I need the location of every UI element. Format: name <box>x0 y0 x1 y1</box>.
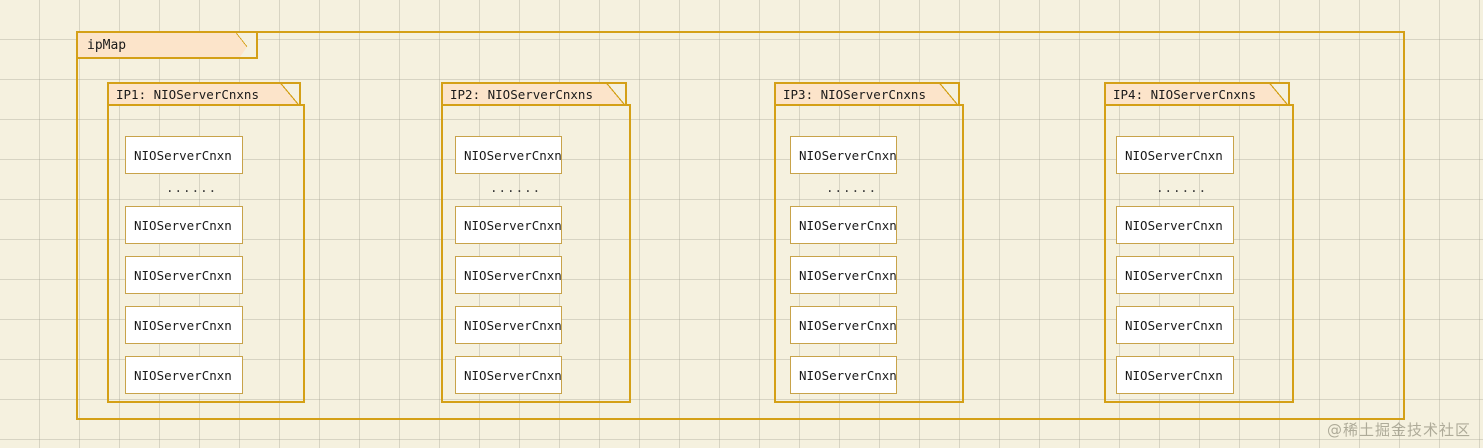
class-box-ip1-4: NIOServerCnxn <box>125 306 243 344</box>
class-box-ip3-4: NIOServerCnxn <box>790 306 897 344</box>
class-box-ip2-4: NIOServerCnxn <box>455 306 562 344</box>
package-ip4-label: IP4: NIOServerCnxns <box>1113 86 1256 102</box>
class-box-label: NIOServerCnxn <box>1125 217 1223 233</box>
class-box-ip4-2: NIOServerCnxn <box>1116 206 1234 244</box>
class-box-ip1-5: NIOServerCnxn <box>125 356 243 394</box>
package-ipmap-frame <box>76 31 1405 420</box>
class-box-label: NIOServerCnxn <box>464 217 562 233</box>
watermark-text: @稀土掘金技术社区 <box>1326 421 1471 439</box>
class-box-label: NIOServerCnxn <box>134 147 232 163</box>
class-box-label: NIOServerCnxn <box>1125 147 1223 163</box>
package-ip1-label: IP1: NIOServerCnxns <box>116 86 259 102</box>
class-box-ip1-2: NIOServerCnxn <box>125 206 243 244</box>
class-box-label: NIOServerCnxn <box>799 317 897 333</box>
class-box-label: NIOServerCnxn <box>134 267 232 283</box>
class-box-ip3-1: NIOServerCnxn <box>790 136 897 174</box>
package-ip4-tab: IP4: NIOServerCnxns <box>1104 82 1290 106</box>
class-box-ip3-3: NIOServerCnxn <box>790 256 897 294</box>
class-box-label: NIOServerCnxn <box>1125 317 1223 333</box>
class-box-label: NIOServerCnxn <box>134 367 232 383</box>
ellipsis-ip1: ...... <box>166 180 218 195</box>
class-box-ip2-1: NIOServerCnxn <box>455 136 562 174</box>
class-box-label: NIOServerCnxn <box>1125 367 1223 383</box>
class-box-ip2-5: NIOServerCnxn <box>455 356 562 394</box>
class-box-label: NIOServerCnxn <box>134 317 232 333</box>
class-box-label: NIOServerCnxn <box>799 147 897 163</box>
class-box-ip4-4: NIOServerCnxn <box>1116 306 1234 344</box>
package-ipmap-tab: ipMap <box>76 31 258 59</box>
class-box-label: NIOServerCnxn <box>799 267 897 283</box>
class-box-label: NIOServerCnxn <box>799 217 897 233</box>
class-box-label: NIOServerCnxn <box>464 367 562 383</box>
package-ip2-tab: IP2: NIOServerCnxns <box>441 82 627 106</box>
class-box-ip3-2: NIOServerCnxn <box>790 206 897 244</box>
class-box-label: NIOServerCnxn <box>1125 267 1223 283</box>
package-ip1-tab: IP1: NIOServerCnxns <box>107 82 301 106</box>
ellipsis-ip2: ...... <box>490 180 542 195</box>
class-box-ip4-3: NIOServerCnxn <box>1116 256 1234 294</box>
package-ip3-tab: IP3: NIOServerCnxns <box>774 82 960 106</box>
package-ip2-label: IP2: NIOServerCnxns <box>450 86 593 102</box>
class-box-ip2-3: NIOServerCnxn <box>455 256 562 294</box>
package-ip3-label: IP3: NIOServerCnxns <box>783 86 926 102</box>
ellipsis-ip3: ...... <box>826 180 878 195</box>
class-box-label: NIOServerCnxn <box>799 367 897 383</box>
ellipsis-ip4: ...... <box>1156 180 1208 195</box>
class-box-label: NIOServerCnxn <box>464 317 562 333</box>
class-box-ip2-2: NIOServerCnxn <box>455 206 562 244</box>
class-box-ip3-5: NIOServerCnxn <box>790 356 897 394</box>
package-ipmap-label: ipMap <box>87 37 127 53</box>
class-box-label: NIOServerCnxn <box>134 217 232 233</box>
class-box-ip4-5: NIOServerCnxn <box>1116 356 1234 394</box>
class-box-ip1-3: NIOServerCnxn <box>125 256 243 294</box>
class-box-ip1-1: NIOServerCnxn <box>125 136 243 174</box>
class-box-label: NIOServerCnxn <box>464 267 562 283</box>
class-box-ip4-1: NIOServerCnxn <box>1116 136 1234 174</box>
class-box-label: NIOServerCnxn <box>464 147 562 163</box>
